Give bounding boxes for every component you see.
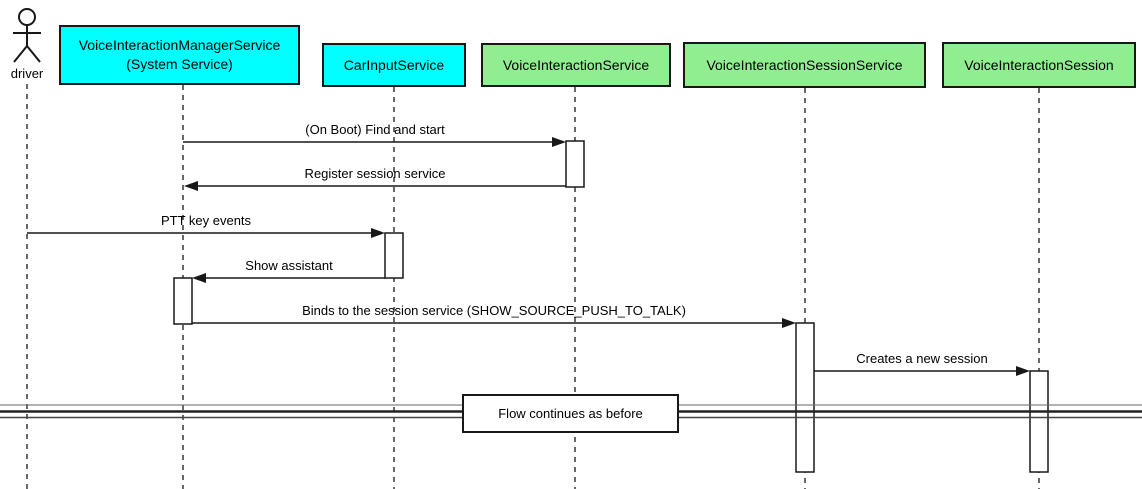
activation-voiceinteractionsessionservice bbox=[795, 322, 815, 473]
participant-voiceinteractionsessionservice: VoiceInteractionSessionService bbox=[683, 42, 926, 88]
arrow-binds-to-session-service bbox=[192, 318, 796, 328]
participant-voiceinteractionservice: VoiceInteractionService bbox=[481, 43, 671, 87]
stick-figure-actor-icon bbox=[13, 8, 41, 63]
arrow-on-boot-find-and-start bbox=[183, 137, 566, 147]
activation-voiceinteractionservice bbox=[565, 140, 585, 188]
participant-voiceinteractionmanagerservice: VoiceInteractionManagerService (System S… bbox=[59, 25, 300, 85]
message-label-register-session-service: Register session service bbox=[304, 166, 446, 181]
activation-carinputservice bbox=[384, 232, 404, 279]
arrow-ptt-key-events bbox=[27, 228, 385, 238]
actor-label-driver: driver bbox=[10, 66, 44, 81]
arrow-show-assistant bbox=[192, 273, 385, 283]
message-label-binds-to-session-service: Binds to the session service (SHOW_SOURC… bbox=[302, 303, 686, 318]
message-label-on-boot-find-and-start: (On Boot) Find and start bbox=[305, 122, 445, 137]
divider-flow-continues: Flow continues as before bbox=[462, 394, 679, 433]
divider-label: Flow continues as before bbox=[498, 406, 643, 421]
activation-voiceinteractionmanagerservice bbox=[173, 277, 193, 325]
participant-voiceinteractionsession: VoiceInteractionSession bbox=[942, 42, 1136, 88]
arrow-register-session-service bbox=[184, 181, 566, 191]
message-label-ptt-key-events: PTT key events bbox=[160, 213, 252, 228]
arrow-creates-a-new-session bbox=[814, 366, 1030, 376]
activation-voiceinteractionsession bbox=[1029, 370, 1049, 473]
participant-carinputservice: CarInputService bbox=[322, 43, 466, 87]
message-label-creates-a-new-session: Creates a new session bbox=[856, 351, 988, 366]
message-label-show-assistant: Show assistant bbox=[245, 258, 333, 273]
